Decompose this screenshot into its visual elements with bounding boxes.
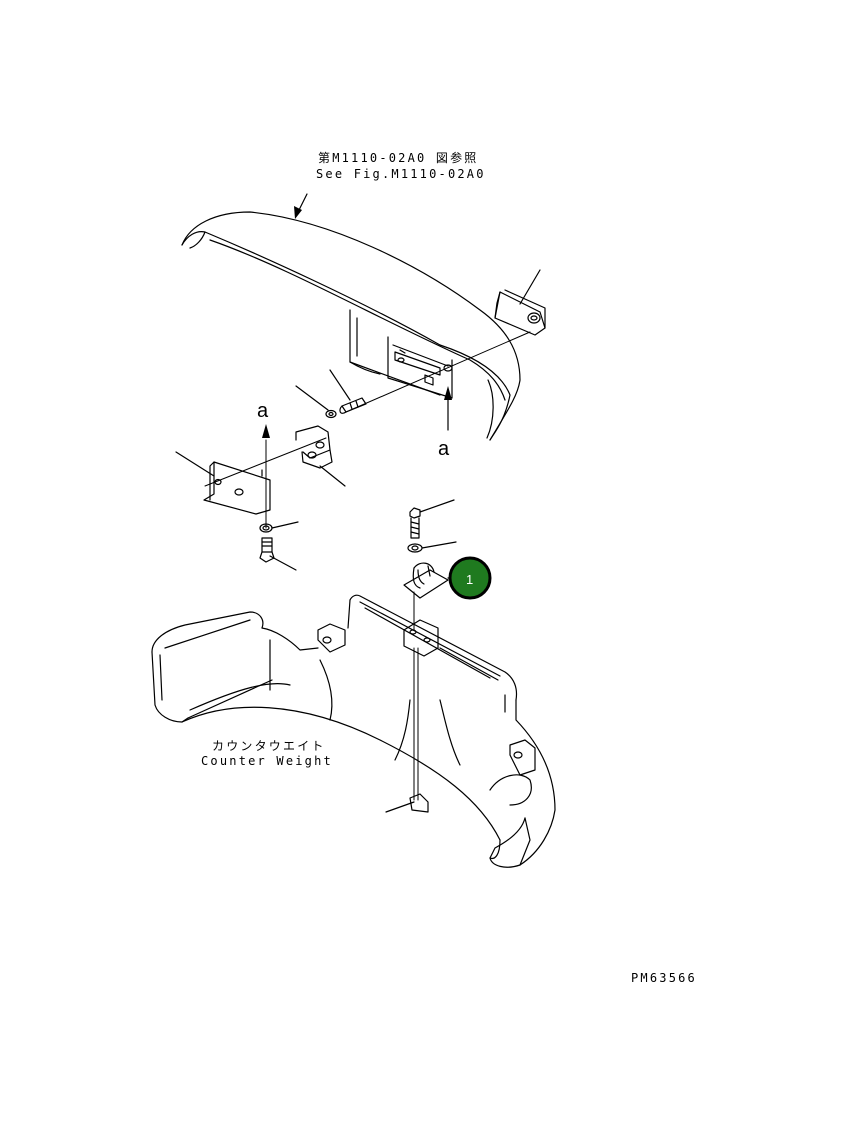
latch (494, 289, 546, 336)
arrow-head-a-right (444, 386, 452, 400)
arrow-head-reference (294, 206, 302, 219)
callout-number: 1 (466, 572, 473, 587)
bolt-left (259, 523, 275, 563)
drawing-code: PM63566 (631, 971, 697, 985)
counterweight-body (151, 594, 556, 868)
upper-cover (181, 211, 521, 441)
view-mark-a-right: a (438, 438, 450, 460)
callout-badge[interactable]: 1 (448, 556, 492, 600)
striker-plate-left (203, 461, 271, 515)
assembly-lines (204, 331, 531, 801)
bolt-upper (325, 397, 367, 419)
leader-lines (175, 269, 541, 813)
hinge-bracket-center (295, 425, 333, 469)
reference-label-jp: 第M1110-02A0 図参照 (318, 151, 479, 165)
bolt-right (407, 507, 423, 553)
u-bracket-part-1 (403, 562, 449, 599)
arrow-head-a-left (262, 424, 270, 438)
view-mark-a-left: a (257, 400, 269, 422)
counterweight-label-en: Counter Weight (201, 754, 333, 768)
counterweight-label-jp: カウンタウエイト (212, 739, 326, 753)
reference-label-en: See Fig.M1110-02A0 (316, 167, 486, 181)
